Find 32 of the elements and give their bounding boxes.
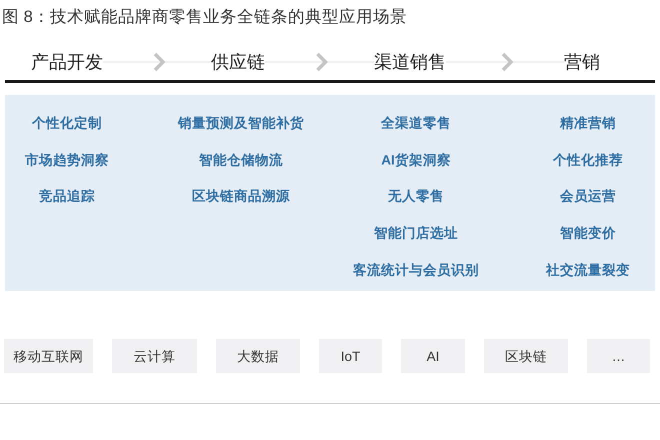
arrow — [264, 52, 374, 72]
scenario-label: 销量预测及智能补货 — [178, 114, 304, 132]
stage-heading: 营销 — [564, 51, 600, 73]
stage-heading: 供应链 — [211, 51, 265, 73]
arrow — [102, 52, 212, 72]
scenario-label: 会员运营 — [560, 188, 616, 204]
stage-heading: 产品开发 — [31, 51, 103, 73]
scenario-label: 市场趋势洞察 — [25, 152, 109, 168]
scenario-label: 个性化推荐 — [553, 152, 623, 168]
technology-tile: 区块链 — [484, 339, 568, 373]
scenario-label: 区块链商品溯源 — [192, 188, 290, 204]
scenario-label: 智能变价 — [560, 224, 616, 242]
scenario-panel — [5, 95, 655, 291]
scenario-label: 智能仓储物流 — [199, 152, 283, 168]
arrow — [446, 52, 564, 72]
scenario-label: 社交流量裂变 — [546, 262, 630, 278]
scenario-label: AI货架洞察 — [381, 152, 451, 168]
technology-tile: … — [587, 339, 650, 373]
scenario-label: 智能门店选址 — [374, 224, 458, 242]
stage-heading: 渠道销售 — [374, 51, 446, 73]
scenario-label: 无人零售 — [388, 188, 444, 204]
technology-tile: 移动互联网 — [4, 339, 93, 373]
technology-tile: IoT — [319, 339, 382, 373]
technology-tile: AI — [401, 339, 465, 373]
technology-tile: 大数据 — [216, 339, 300, 373]
scenario-label: 全渠道零售 — [381, 114, 451, 132]
technology-tile: 云计算 — [112, 339, 197, 373]
scenario-label: 客流统计与会员识别 — [353, 262, 479, 278]
scenario-label: 竞品追踪 — [39, 188, 95, 204]
scenario-label: 个性化定制 — [32, 114, 102, 132]
scenario-label: 精准营销 — [560, 114, 616, 132]
figure-title: 图 8：技术赋能品牌商零售业务全链条的典型应用场景 — [2, 7, 407, 27]
